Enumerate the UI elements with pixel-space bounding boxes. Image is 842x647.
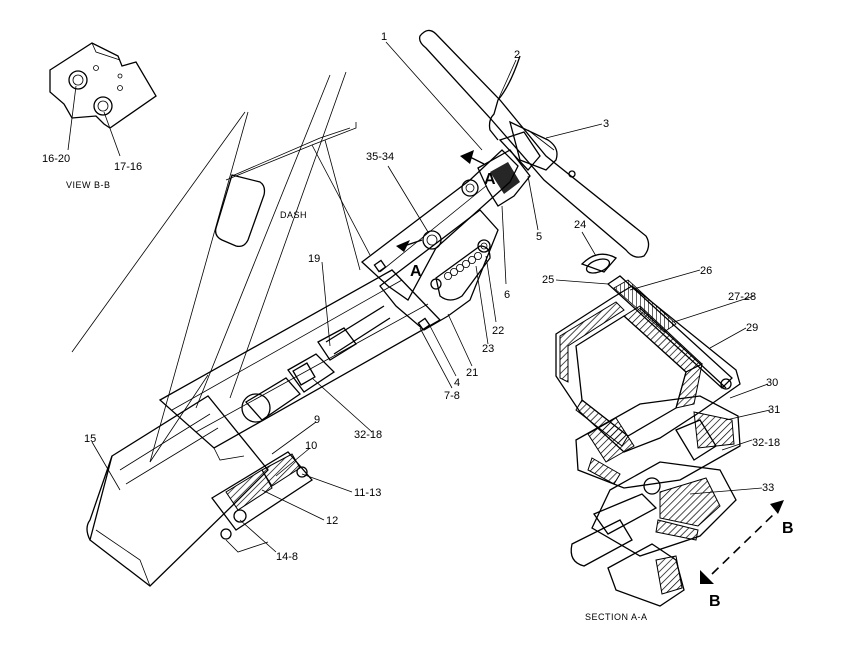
callout: 19 (308, 253, 320, 265)
callout: 5 (536, 231, 542, 243)
callout: 14-8 (276, 551, 298, 563)
section-arrow-b-left: B (709, 593, 721, 610)
callout: 16-20 (42, 153, 70, 165)
callout: 33 (762, 482, 774, 494)
upper-column (360, 131, 541, 331)
dash-label: DASH (280, 210, 307, 220)
callout: 31 (768, 404, 780, 416)
callout: 17-16 (114, 161, 142, 173)
callout: 32-18 (752, 437, 780, 449)
callout: 1 (381, 31, 387, 43)
callout: 32-18 (354, 429, 382, 441)
callout: 21 (466, 367, 478, 379)
view-labels: VIEW B-B DASH SECTION A-A A A B B (66, 171, 794, 622)
callout: 3 (603, 118, 609, 130)
callout: 7-8 (444, 390, 460, 402)
callout: 29 (746, 322, 758, 334)
section-arrow-b-right: B (782, 520, 794, 537)
section-aa (555, 253, 784, 607)
callout: 10 (305, 440, 317, 452)
callout: 15 (84, 433, 96, 445)
spring (443, 251, 482, 280)
section-arrow-a-lower: A (410, 263, 422, 280)
leader-lines (91, 41, 771, 553)
callout: 12 (326, 515, 338, 527)
callout: 23 (482, 343, 494, 355)
lower-column (86, 269, 442, 587)
callout: 27-28 (728, 291, 756, 303)
callout: 9 (314, 414, 320, 426)
steering-wheel (418, 29, 650, 258)
callout: 11-13 (354, 487, 381, 499)
callout: 35-34 (366, 151, 394, 163)
section-aa-label: SECTION A-A (585, 612, 648, 622)
dash-panel (71, 71, 371, 463)
section-arrow-a-upper: A (484, 171, 496, 188)
callout: 2 (514, 49, 520, 61)
callout: 6 (504, 289, 510, 301)
callout: 24 (574, 219, 586, 231)
callout-numbers: 1 2 3 4 5 6 7-8 9 10 11-13 12 14-8 15 16… (42, 31, 780, 563)
view-bb-label: VIEW B-B (66, 180, 111, 190)
callout: 25 (542, 274, 554, 286)
view-bb-inset (49, 42, 157, 157)
callout: 22 (492, 325, 504, 337)
callout: 26 (700, 265, 712, 277)
callout: 4 (454, 377, 460, 389)
callout: 30 (766, 377, 778, 389)
